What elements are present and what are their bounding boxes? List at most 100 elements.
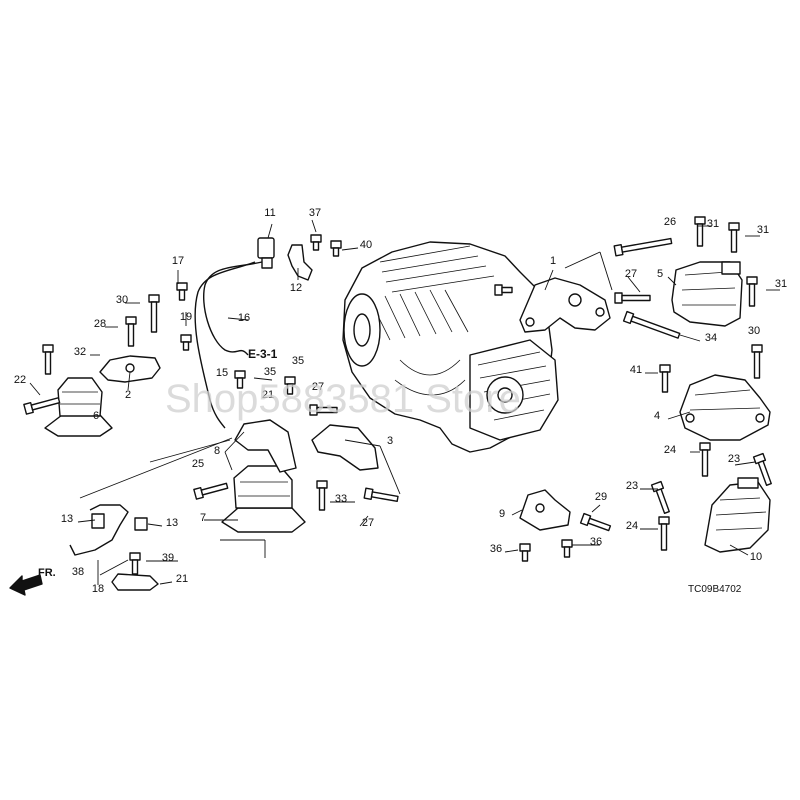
diagram-code: TC09B4702 (688, 584, 742, 595)
leader-line-9 (224, 431, 245, 453)
callout-c13a: 13 (61, 513, 73, 525)
leader-line-2 (599, 251, 613, 291)
part-6-left-mount (44, 377, 113, 437)
bolt-6 (746, 276, 758, 307)
callout-c10: 10 (750, 551, 762, 563)
callout-c15: 15 (216, 367, 228, 379)
callout-c9: 9 (499, 508, 505, 520)
part-4-mount-bracket (679, 374, 771, 441)
bolt-30 (494, 284, 513, 296)
callout-c22: 22 (14, 374, 26, 386)
callout-c13b: 13 (166, 517, 178, 529)
callout-c39: 39 (162, 552, 174, 564)
leader-lines-group (29, 219, 780, 585)
part-10-transmission-mount (704, 477, 771, 553)
bolt-16 (316, 480, 328, 511)
callout-c30b: 30 (748, 325, 760, 337)
part-18-harness (69, 504, 148, 556)
bolt-14 (622, 310, 681, 339)
bolt-24 (180, 334, 192, 351)
watermark-text: Shop5883581 Store (165, 377, 521, 421)
bolt-21 (234, 370, 246, 389)
callout-c23b: 23 (626, 480, 638, 492)
callout-c27c: 27 (362, 517, 374, 529)
bolt-8 (659, 364, 671, 393)
part-3-bracket (311, 424, 379, 471)
callout-c16: 16 (238, 312, 250, 324)
leader-line-22 (159, 581, 173, 585)
bolt-0 (148, 294, 160, 333)
part-11-sensor (257, 237, 275, 269)
bolt-10 (650, 480, 670, 514)
front-arrow-icon (9, 574, 43, 596)
callout-c28: 28 (94, 318, 106, 330)
callout-c12: 12 (290, 282, 302, 294)
leader-line-30 (679, 334, 701, 342)
callout-c17: 17 (172, 255, 184, 267)
bolt-5 (728, 222, 740, 253)
callout-c26: 26 (664, 216, 676, 228)
callout-c19: 19 (180, 311, 192, 323)
callout-c35b: 35 (292, 355, 304, 367)
callout-c35a: 35 (264, 366, 276, 378)
bolt-18 (193, 482, 229, 500)
leader-line-37 (591, 504, 601, 513)
callout-c40: 40 (360, 239, 372, 251)
part-8-bracket (234, 419, 297, 473)
callout-c36b: 36 (590, 536, 602, 548)
leader-line-4 (344, 439, 381, 447)
leader-line-39 (359, 515, 369, 527)
callout-c41: 41 (630, 364, 642, 376)
leader-line-41 (311, 219, 317, 233)
leader-line-13 (267, 223, 273, 239)
bolt-17 (363, 487, 399, 503)
callout-c24b: 24 (626, 520, 638, 532)
bolt-28 (519, 543, 531, 562)
callout-c1: 1 (550, 255, 556, 267)
bolt-19 (579, 512, 612, 532)
bolt-12 (752, 452, 772, 486)
leader-line-3 (127, 371, 131, 391)
part-9-lower-bracket (519, 489, 571, 531)
leader-line-42 (341, 247, 359, 251)
part-21-plate (111, 573, 159, 591)
callout-c29: 29 (595, 491, 607, 503)
part-12-bracket (287, 244, 313, 281)
callout-c21b: 21 (176, 573, 188, 585)
callout-c5: 5 (657, 268, 663, 280)
bolts-group (23, 216, 772, 575)
bolt-1 (125, 316, 137, 347)
callout-c21a: 21 (262, 389, 274, 401)
bolt-22 (284, 376, 296, 395)
leader-line-21 (99, 559, 129, 576)
callout-c32: 32 (74, 346, 86, 358)
reference-label: E-3-1 (248, 347, 278, 361)
callout-c3: 3 (387, 435, 393, 447)
leader-line-36 (734, 461, 756, 466)
leader-line-12 (729, 544, 749, 556)
leader-line-45 (504, 549, 519, 553)
leader-line-10 (224, 451, 233, 471)
callout-c2: 2 (125, 389, 131, 401)
callout-c38: 38 (72, 566, 84, 578)
leader-line-11 (511, 509, 523, 516)
part-16-hose (194, 261, 263, 429)
bolt-26 (330, 240, 342, 257)
bolt-3 (23, 397, 61, 415)
front-arrow-label: FR. (38, 567, 56, 579)
leader-line-15 (77, 519, 96, 523)
callout-c30a: 30 (116, 294, 128, 306)
leader-line-7 (667, 276, 677, 286)
callout-c6: 6 (93, 410, 99, 422)
callout-c7: 7 (200, 512, 206, 524)
callout-c24a: 24 (664, 444, 676, 456)
leader-line-1 (564, 251, 601, 269)
leader-line-16 (147, 523, 163, 527)
leader-line-0 (544, 269, 554, 291)
callout-c37: 37 (309, 207, 321, 219)
callout-c31c: 31 (775, 278, 787, 290)
leader-line-31 (253, 377, 273, 381)
part-2-bracket (99, 355, 161, 383)
callout-c33: 33 (335, 493, 347, 505)
